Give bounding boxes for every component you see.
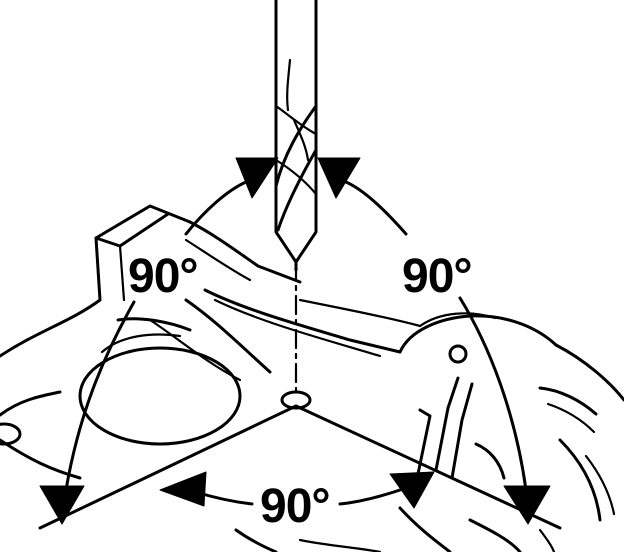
drill-bit bbox=[270, 0, 322, 272]
arrowhead-lower-right bbox=[503, 485, 551, 525]
axis-left bbox=[38, 404, 298, 530]
arrowhead-upper-left bbox=[235, 157, 279, 199]
angle-arcs bbox=[64, 180, 528, 506]
arrowheads bbox=[39, 157, 551, 525]
angle-label-bottom: 90° bbox=[260, 480, 330, 533]
bolt-hole-left bbox=[0, 422, 22, 446]
bolt-hole-right bbox=[448, 344, 468, 364]
axis-right bbox=[294, 404, 562, 530]
arrowhead-bottom-left bbox=[159, 471, 207, 507]
cylinder-bore bbox=[78, 346, 242, 446]
arc-upper-left bbox=[184, 180, 248, 236]
angle-label-left: 90° bbox=[128, 250, 198, 303]
arrowhead-lower-left bbox=[39, 485, 85, 525]
angle-label-right: 90° bbox=[402, 250, 472, 303]
arrowhead-upper-right bbox=[317, 157, 361, 199]
reference-axes bbox=[38, 260, 562, 530]
arc-bottom-right bbox=[338, 488, 402, 506]
arc-lower-right bbox=[458, 296, 528, 492]
arrowhead-bottom-right bbox=[389, 471, 435, 509]
arc-lower-left bbox=[64, 300, 136, 492]
arc-upper-right bbox=[344, 180, 408, 236]
